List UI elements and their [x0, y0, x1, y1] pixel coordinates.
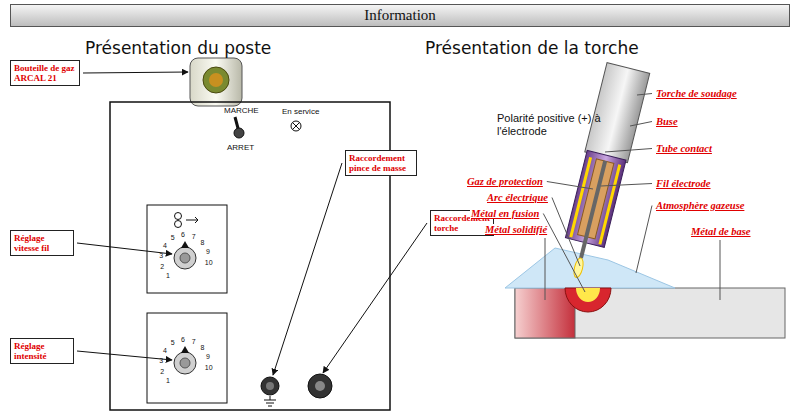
dial-number: 3	[159, 357, 163, 364]
dial-number: 7	[192, 232, 196, 239]
leader-line	[547, 182, 593, 190]
dial-number: 8	[201, 238, 205, 245]
leader-line	[543, 214, 585, 293]
part-label: Arc électrique	[486, 192, 549, 203]
leader-line	[720, 240, 721, 300]
dial-number: 1	[166, 271, 170, 278]
leader-line	[545, 238, 546, 300]
panel-label: ARRET	[227, 143, 254, 152]
dial-number: 5	[171, 339, 175, 346]
part-label: Métal en fusion	[470, 208, 540, 219]
dial-number: 8	[201, 343, 205, 350]
leader-line	[605, 149, 652, 153]
leader-line	[601, 184, 652, 187]
part-label: Torche de soudage	[655, 88, 738, 99]
part-label: Tube contact	[655, 143, 713, 154]
panel-label: Polarité positive (+) à l'électrode	[497, 112, 609, 138]
dial-number: 1	[166, 376, 170, 383]
part-label: Atmosphère gazeuse	[655, 200, 745, 211]
dial-number: 9	[206, 247, 210, 254]
leader-line	[636, 206, 652, 274]
dial-number: 9	[206, 352, 210, 359]
dial-number: 10	[205, 258, 213, 265]
label-box: Réglage intensité	[10, 338, 74, 364]
dial-number: 3	[159, 252, 163, 259]
leader-line	[77, 243, 172, 254]
dial-number: 7	[192, 337, 196, 344]
welding-station	[110, 58, 390, 410]
label-box: Raccordement pince de masse	[345, 150, 417, 176]
label-box: Réglage vitesse fil	[10, 230, 74, 256]
part-label: Métal de base	[690, 226, 752, 237]
dial-number: 6	[181, 336, 185, 343]
label-text: Bouteille de gaz ARCAL 21	[14, 63, 76, 83]
part-label: Métal solidifié	[484, 224, 548, 235]
panel-label: MARCHE	[224, 106, 259, 115]
leader-line	[323, 223, 427, 373]
title-text: Information	[364, 7, 436, 23]
dial-number: 10	[205, 363, 213, 370]
label-text: Réglage intensité	[14, 341, 70, 361]
dial-number: 6	[181, 231, 185, 238]
part-label: Buse	[655, 116, 679, 127]
leader-line	[630, 122, 652, 127]
dial-number: 5	[171, 234, 175, 241]
dial-number: 2	[160, 367, 164, 374]
dial-number: 4	[163, 346, 167, 353]
leader-line	[273, 163, 342, 375]
dial-number: 4	[163, 241, 167, 248]
label-text: Réglage vitesse fil	[14, 233, 70, 253]
part-label: Gaz de protection	[466, 176, 544, 187]
panel-label: En service	[282, 107, 319, 116]
leader-line	[77, 351, 172, 360]
header-bar: Information	[10, 4, 790, 27]
leader-line	[637, 94, 652, 96]
part-label: Fil électrode	[655, 178, 712, 189]
leader-line	[83, 72, 188, 73]
section-heading: Présentation de la torche	[425, 38, 639, 58]
label-box: Bouteille de gaz ARCAL 21	[10, 60, 80, 86]
dial-number: 2	[160, 262, 164, 269]
label-text: Raccordement pince de masse	[349, 153, 413, 173]
section-heading: Présentation du poste	[85, 38, 271, 58]
